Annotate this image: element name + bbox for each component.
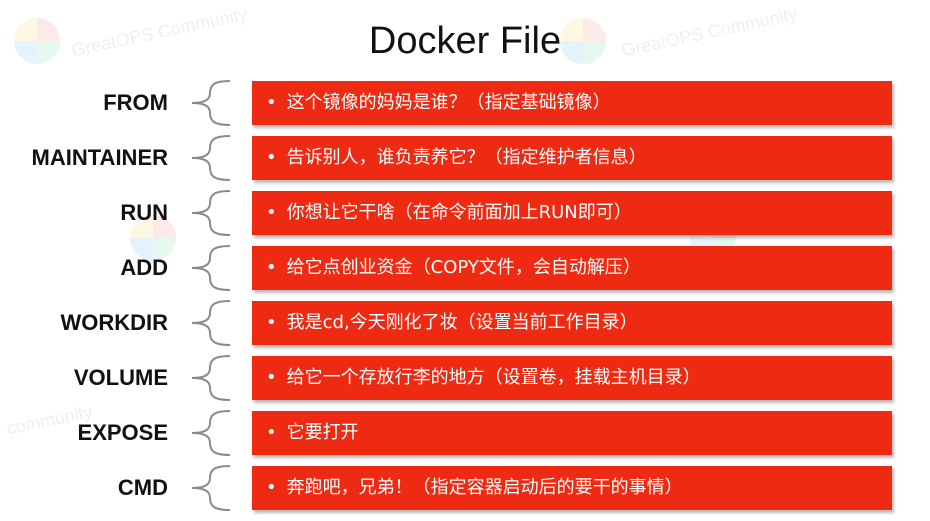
instruction-label: ADD	[120, 255, 168, 280]
instruction-label: VOLUME	[73, 365, 168, 390]
brace-connector	[191, 355, 231, 401]
bullet-icon: •	[266, 367, 277, 388]
description-text: 告诉别人，谁负责养它？（指定维护者信息）	[286, 147, 647, 168]
bullet-icon: •	[266, 92, 277, 113]
description-text: 我是cd,今天刚化了妆（设置当前工作目录）	[286, 312, 638, 333]
description-text: 它要打开	[286, 422, 359, 443]
instruction-label: RUN	[120, 200, 168, 225]
description-box: • 奔跑吧，兄弟！（指定容器启动后的要干的事情）	[252, 466, 892, 510]
bullet-icon: •	[266, 202, 277, 223]
brace-connector	[191, 410, 231, 456]
description-text: 你想让它干啥（在命令前面加上RUN即可）	[286, 202, 632, 223]
instruction-label: WORKDIR	[60, 310, 168, 335]
description-box: • 我是cd,今天刚化了妆（设置当前工作目录）	[252, 301, 892, 345]
bullet-icon: •	[266, 422, 277, 443]
brace-connector	[191, 135, 231, 181]
page-title: Docker File	[368, 20, 562, 62]
brace-connector	[191, 190, 231, 236]
description-text: 给它点创业资金（COPY文件，会自动解压）	[286, 257, 641, 278]
bullet-icon: •	[266, 257, 277, 278]
description-text: 这个镜像的妈妈是谁？（指定基础镜像）	[286, 92, 611, 113]
bullet-icon: •	[266, 147, 277, 168]
description-box: • 给它一个存放行李的地方（设置卷，挂载主机目录）	[252, 356, 892, 400]
brace-connector	[191, 80, 231, 126]
instruction-label: FROM	[103, 90, 168, 115]
instruction-label: CMD	[117, 475, 168, 500]
description-box: • 这个镜像的妈妈是谁？（指定基础镜像）	[252, 81, 892, 125]
description-box: • 告诉别人，谁负责养它？（指定维护者信息）	[252, 136, 892, 180]
bullet-icon: •	[266, 477, 277, 498]
brace-connector	[191, 245, 231, 291]
description-text: 给它一个存放行李的地方（设置卷，挂载主机目录）	[286, 367, 701, 388]
description-box: • 它要打开	[252, 411, 892, 455]
description-text: 奔跑吧，兄弟！（指定容器启动后的要干的事情）	[286, 477, 683, 498]
brace-connector	[191, 465, 231, 511]
description-box: • 给它点创业资金（COPY文件，会自动解压）	[252, 246, 892, 290]
instruction-label: MAINTAINER	[31, 145, 168, 170]
instruction-label: EXPOSE	[77, 420, 168, 445]
bullet-icon: •	[266, 312, 277, 333]
brace-connector	[191, 300, 231, 346]
description-box: • 你想让它干啥（在命令前面加上RUN即可）	[252, 191, 892, 235]
